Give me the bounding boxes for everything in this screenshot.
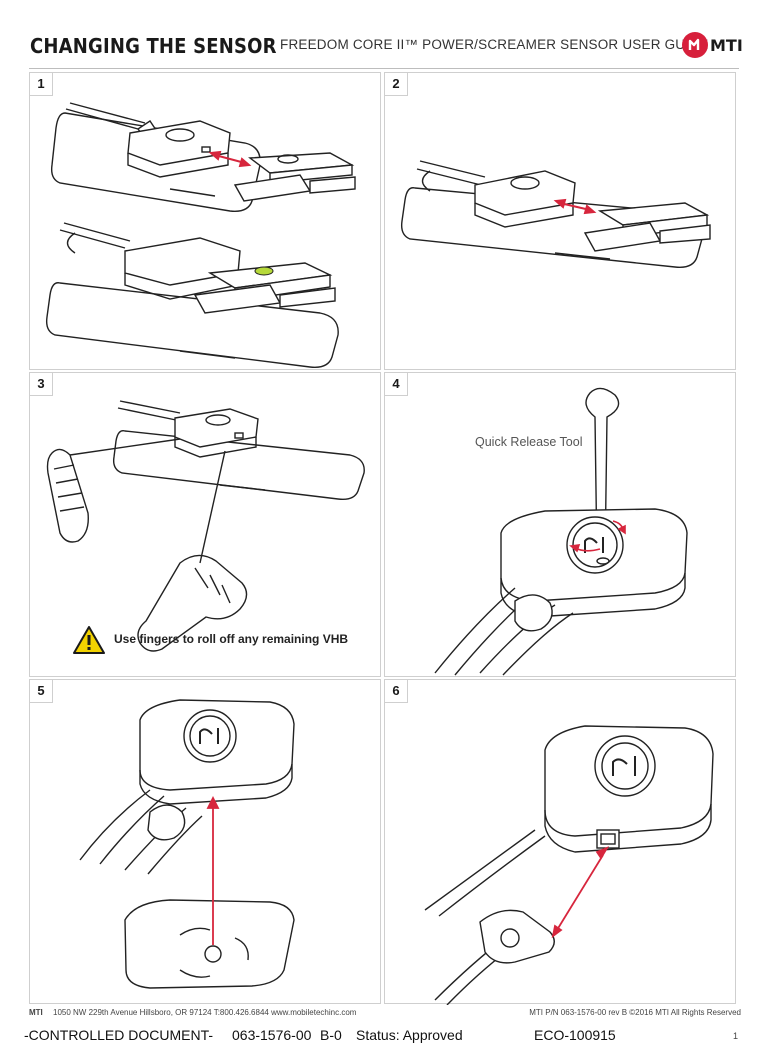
step-number: 1	[30, 73, 53, 96]
controlled-document-label: -CONTROLLED DOCUMENT-	[24, 1027, 214, 1043]
step-4-illustration	[434, 387, 688, 676]
document-number: 063-1576-00	[232, 1027, 312, 1043]
quick-release-tool-label: Quick Release Tool	[475, 435, 583, 449]
step-5-illustration	[79, 699, 295, 989]
footer-address: 1050 NW 229th Avenue Hillsboro, OR 97124…	[53, 1008, 357, 1017]
step-number: 4	[385, 373, 408, 396]
step-3-illustration	[46, 400, 365, 652]
step-panel-4: Quick Release Tool 4	[384, 372, 736, 677]
step-number: 5	[30, 680, 53, 703]
step-1-illustration	[45, 102, 356, 368]
step-panel-1: 1	[29, 72, 381, 370]
step-number: 6	[385, 680, 408, 703]
step-panel-3: Use fingers to roll off any remaining VH…	[29, 372, 381, 677]
document-control-bar: -CONTROLLED DOCUMENT- 063-1576-00 B-0 St…	[0, 1027, 770, 1047]
footer-part-number: MTI P/N 063-1576-00 rev B ©2016 MTI All …	[529, 1008, 741, 1017]
page-header: CHANGING THE SENSOR FREEDOM CORE II™ POW…	[30, 30, 743, 64]
approval-status: Status: Approved	[356, 1027, 463, 1043]
step-panel-5: 5	[29, 679, 381, 1004]
step-2-illustration	[400, 160, 711, 268]
warning-text: Use fingers to roll off any remaining VH…	[114, 632, 349, 646]
revision: B-0	[320, 1027, 342, 1043]
page-number: 1	[733, 1031, 739, 1041]
step-panel-2: 2	[384, 72, 736, 370]
guide-subtitle: FREEDOM CORE II™ POWER/SCREAMER SENSOR U…	[280, 37, 709, 52]
warning-notice: Use fingers to roll off any remaining VH…	[72, 625, 372, 654]
footer-brand: MTI	[29, 1008, 43, 1017]
steps-grid: 1 2	[29, 68, 739, 1005]
page-footer: MTI 1050 NW 229th Avenue Hillsboro, OR 9…	[29, 1008, 741, 1020]
warning-triangle-icon	[73, 626, 105, 654]
step-number: 2	[385, 73, 408, 96]
page-title: CHANGING THE SENSOR	[30, 34, 277, 58]
step-panel-6: 6	[384, 679, 736, 1005]
mti-logo-mark-icon	[682, 32, 708, 58]
eco-number: ECO-100915	[534, 1027, 616, 1043]
mti-logo-text: MTI	[710, 36, 743, 55]
mti-logo: MTI	[682, 30, 746, 60]
step-6-illustration	[424, 725, 714, 1005]
step-number: 3	[30, 373, 53, 396]
